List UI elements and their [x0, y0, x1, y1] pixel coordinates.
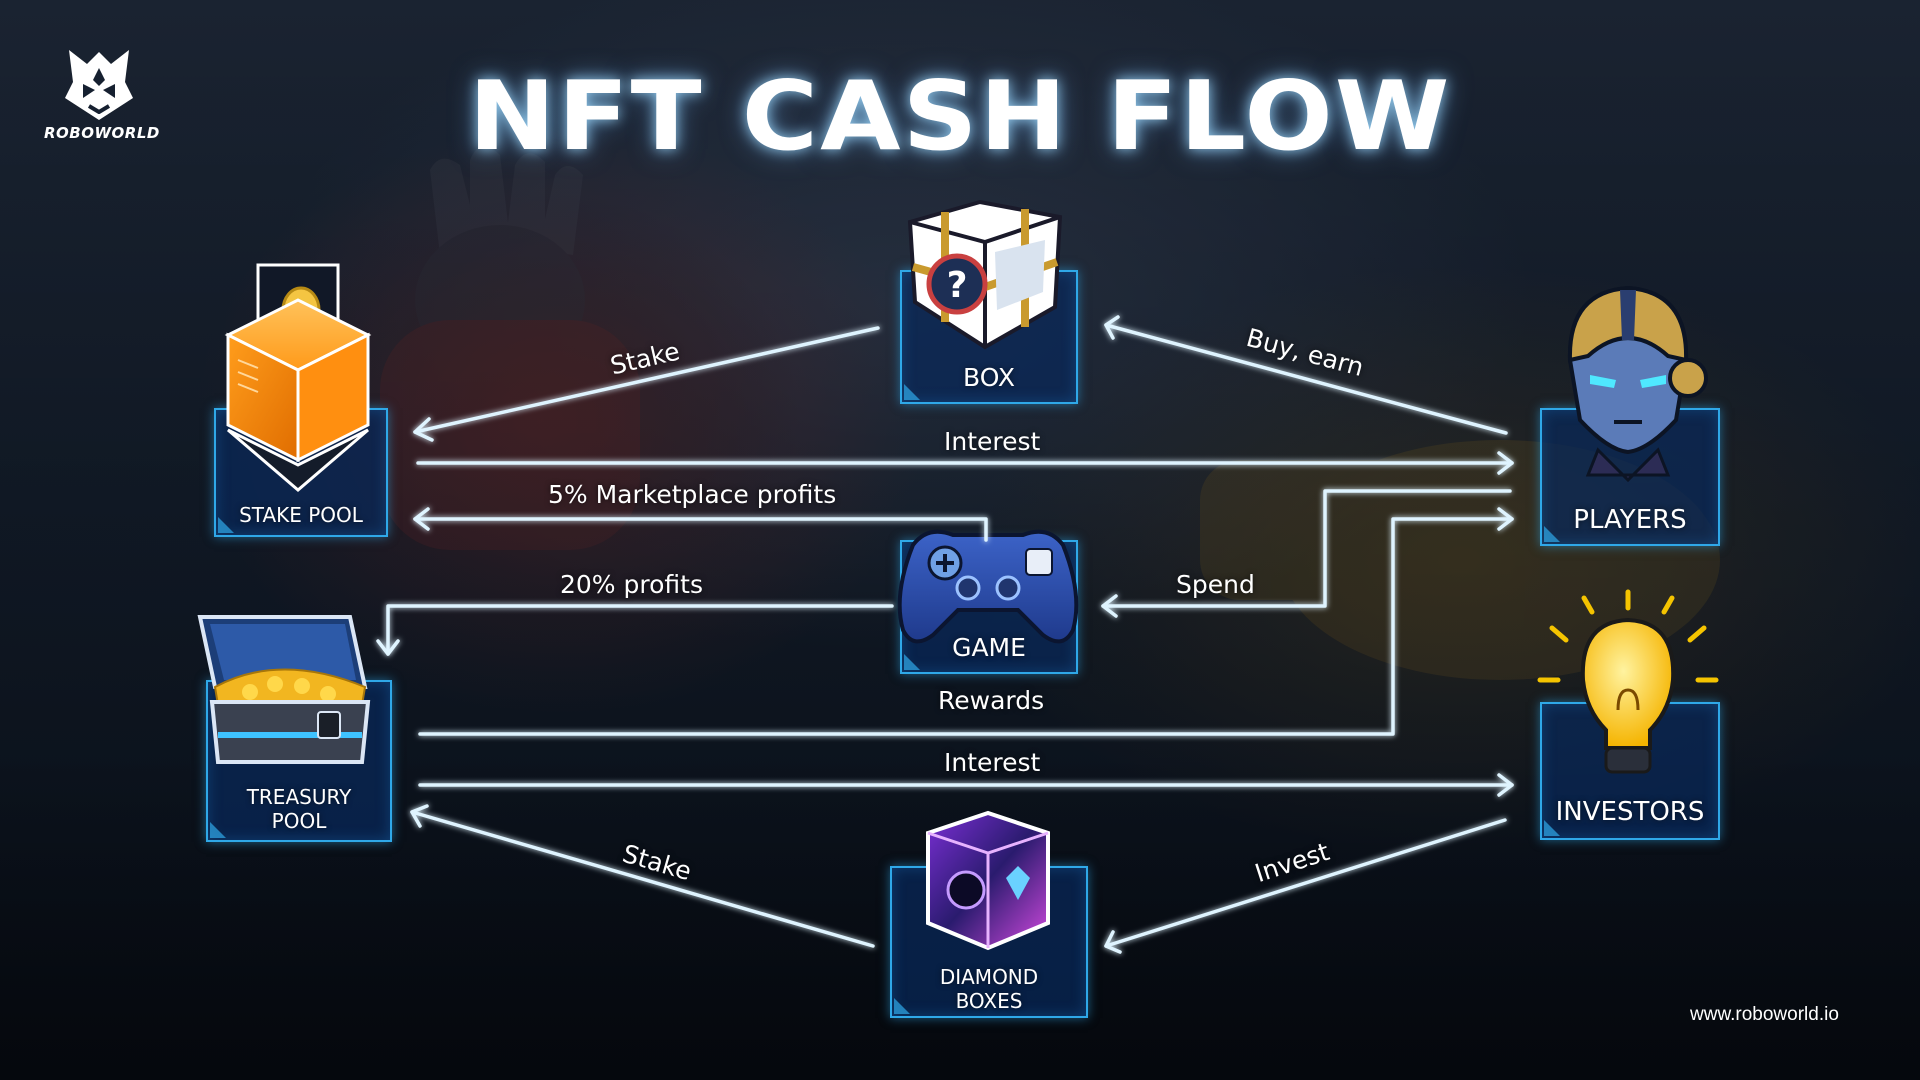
treasury-pool-node-label-line1: TREASURY	[246, 785, 352, 809]
box-node-label: BOX	[963, 363, 1015, 392]
stake-pool-node: STAKE POOL	[214, 408, 388, 537]
diamond-boxes-node-label-line1: DIAMOND	[939, 965, 1039, 989]
investors-node-label: INVESTORS	[1555, 797, 1705, 827]
game-node: GAME	[900, 540, 1078, 674]
treasury-pool-node: TREASURY POOL	[206, 680, 392, 842]
investors-node: INVESTORS	[1540, 702, 1720, 840]
game-node-label: GAME	[952, 633, 1026, 662]
page-title: NFT CASH FLOW	[468, 59, 1452, 173]
flow-label-rewards: Rewards	[938, 686, 1045, 715]
players-node: PLAYERS	[1540, 408, 1720, 546]
flow-label-20-profits: 20% profits	[560, 570, 703, 599]
diamond-boxes-node: DIAMOND BOXES	[890, 866, 1088, 1018]
flow-label-interest-bottom: Interest	[944, 748, 1041, 777]
flow-label-spend: Spend	[1176, 570, 1255, 599]
box-node: BOX	[900, 270, 1078, 404]
flow-label-marketplace: 5% Marketplace profits	[548, 480, 837, 509]
diamond-boxes-node-label-line2: BOXES	[955, 989, 1023, 1013]
players-node-label: PLAYERS	[1573, 505, 1687, 535]
stake-pool-node-label: STAKE POOL	[239, 503, 363, 527]
brand-name: ROBOWORLD	[44, 124, 160, 142]
website-url: www.roboworld.io	[1690, 1004, 1839, 1025]
flow-label-interest-top: Interest	[944, 427, 1041, 456]
treasury-pool-node-label-line2: POOL	[271, 809, 327, 833]
